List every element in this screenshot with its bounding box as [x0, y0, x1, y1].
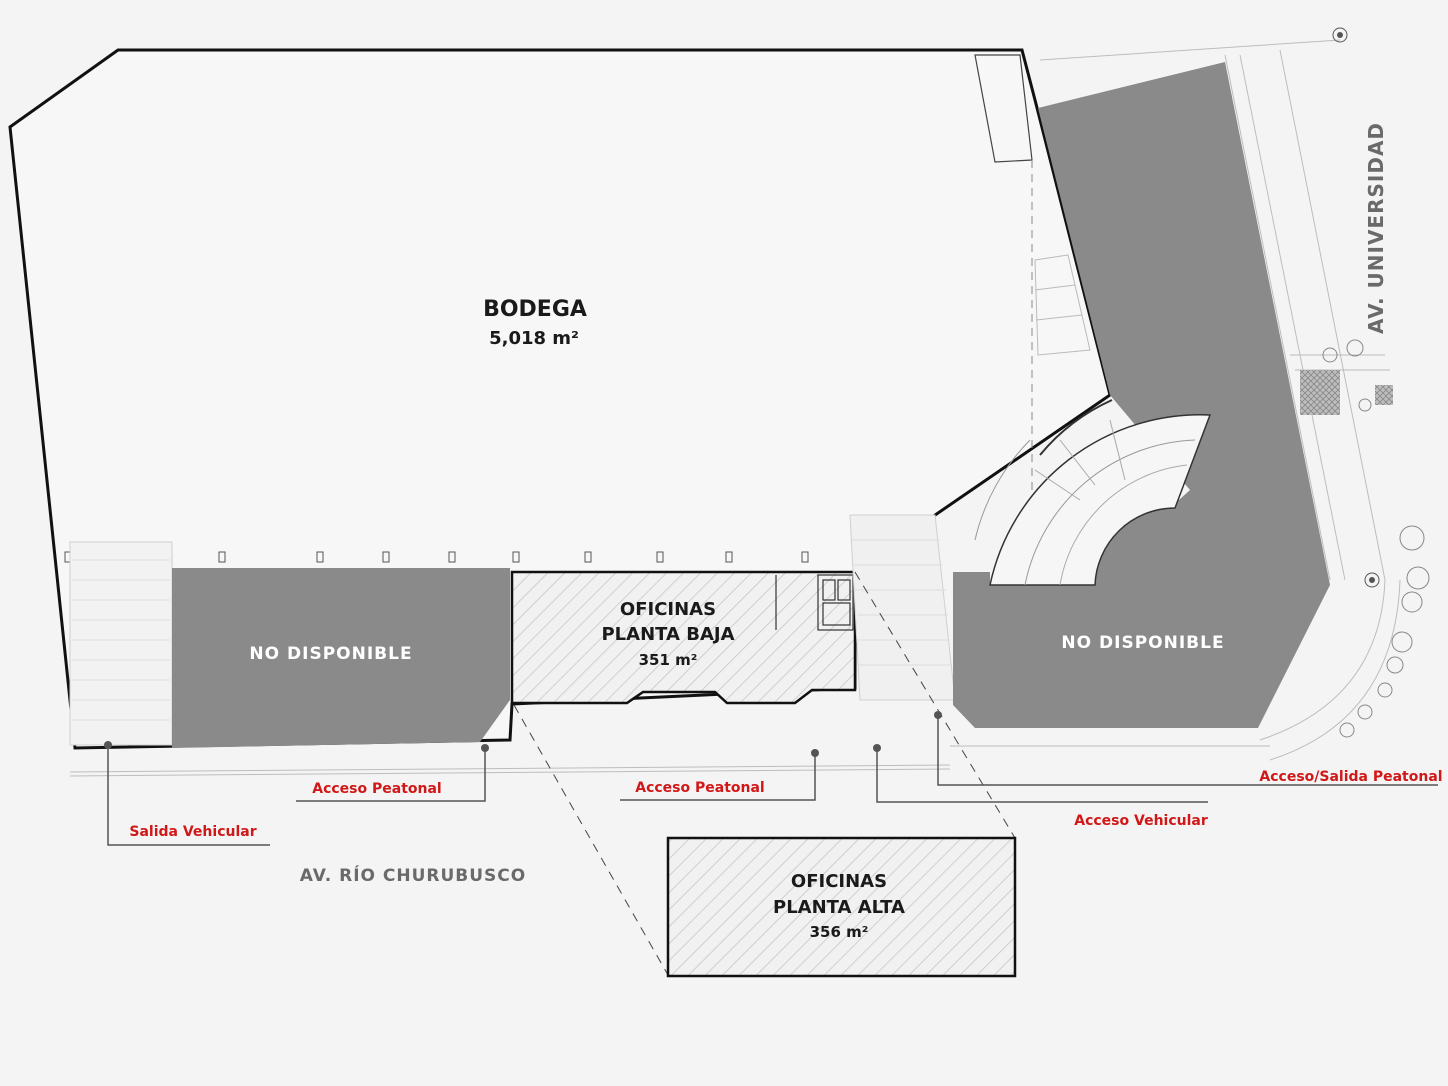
bodega-area-label: 5,018 m² — [489, 328, 579, 349]
oficinas-planta-alta-area — [666, 836, 1017, 978]
oficinas-alta-area: 356 m² — [810, 923, 869, 941]
bodega-label: BODEGA — [483, 297, 587, 322]
perimeter-marks — [64, 551, 809, 563]
ramp-center — [849, 514, 956, 701]
no-disponible-left-area — [172, 568, 510, 748]
street-south-label: AV. RÍO CHURUBUSCO — [300, 864, 526, 886]
leader-lines — [104, 711, 1438, 846]
oficinas-baja-line1: OFICINAS — [620, 599, 716, 620]
label-acceso-salida-peatonal: Acceso/Salida Peatonal — [1259, 769, 1442, 785]
no-disponible-right-label: NO DISPONIBLE — [1061, 633, 1224, 653]
east-sidewalk-details — [1300, 27, 1430, 738]
oficinas-baja-area: 351 m² — [639, 651, 698, 669]
ramp-left — [69, 541, 173, 746]
oficinas-alta-line1: OFICINAS — [791, 871, 887, 892]
label-salida-vehicular: Salida Vehicular — [129, 824, 256, 840]
no-disponible-left-label: NO DISPONIBLE — [249, 644, 412, 664]
oficinas-alta-line2: PLANTA ALTA — [773, 897, 905, 918]
label-acceso-peatonal-2: Acceso Peatonal — [635, 780, 764, 796]
label-acceso-peatonal-1: Acceso Peatonal — [312, 781, 441, 797]
projection-lines — [513, 571, 1016, 976]
street-east-label: AV. UNIVERSIDAD — [1364, 122, 1388, 334]
stair-core — [775, 574, 854, 631]
parking-strips — [1034, 254, 1091, 356]
label-acceso-vehicular: Acceso Vehicular — [1074, 813, 1208, 829]
oficinas-planta-baja-area — [510, 570, 857, 705]
no-disponible-right-area — [953, 62, 1330, 728]
curved-lobby — [974, 399, 1212, 586]
oficinas-baja-line2: PLANTA BAJA — [601, 624, 734, 645]
